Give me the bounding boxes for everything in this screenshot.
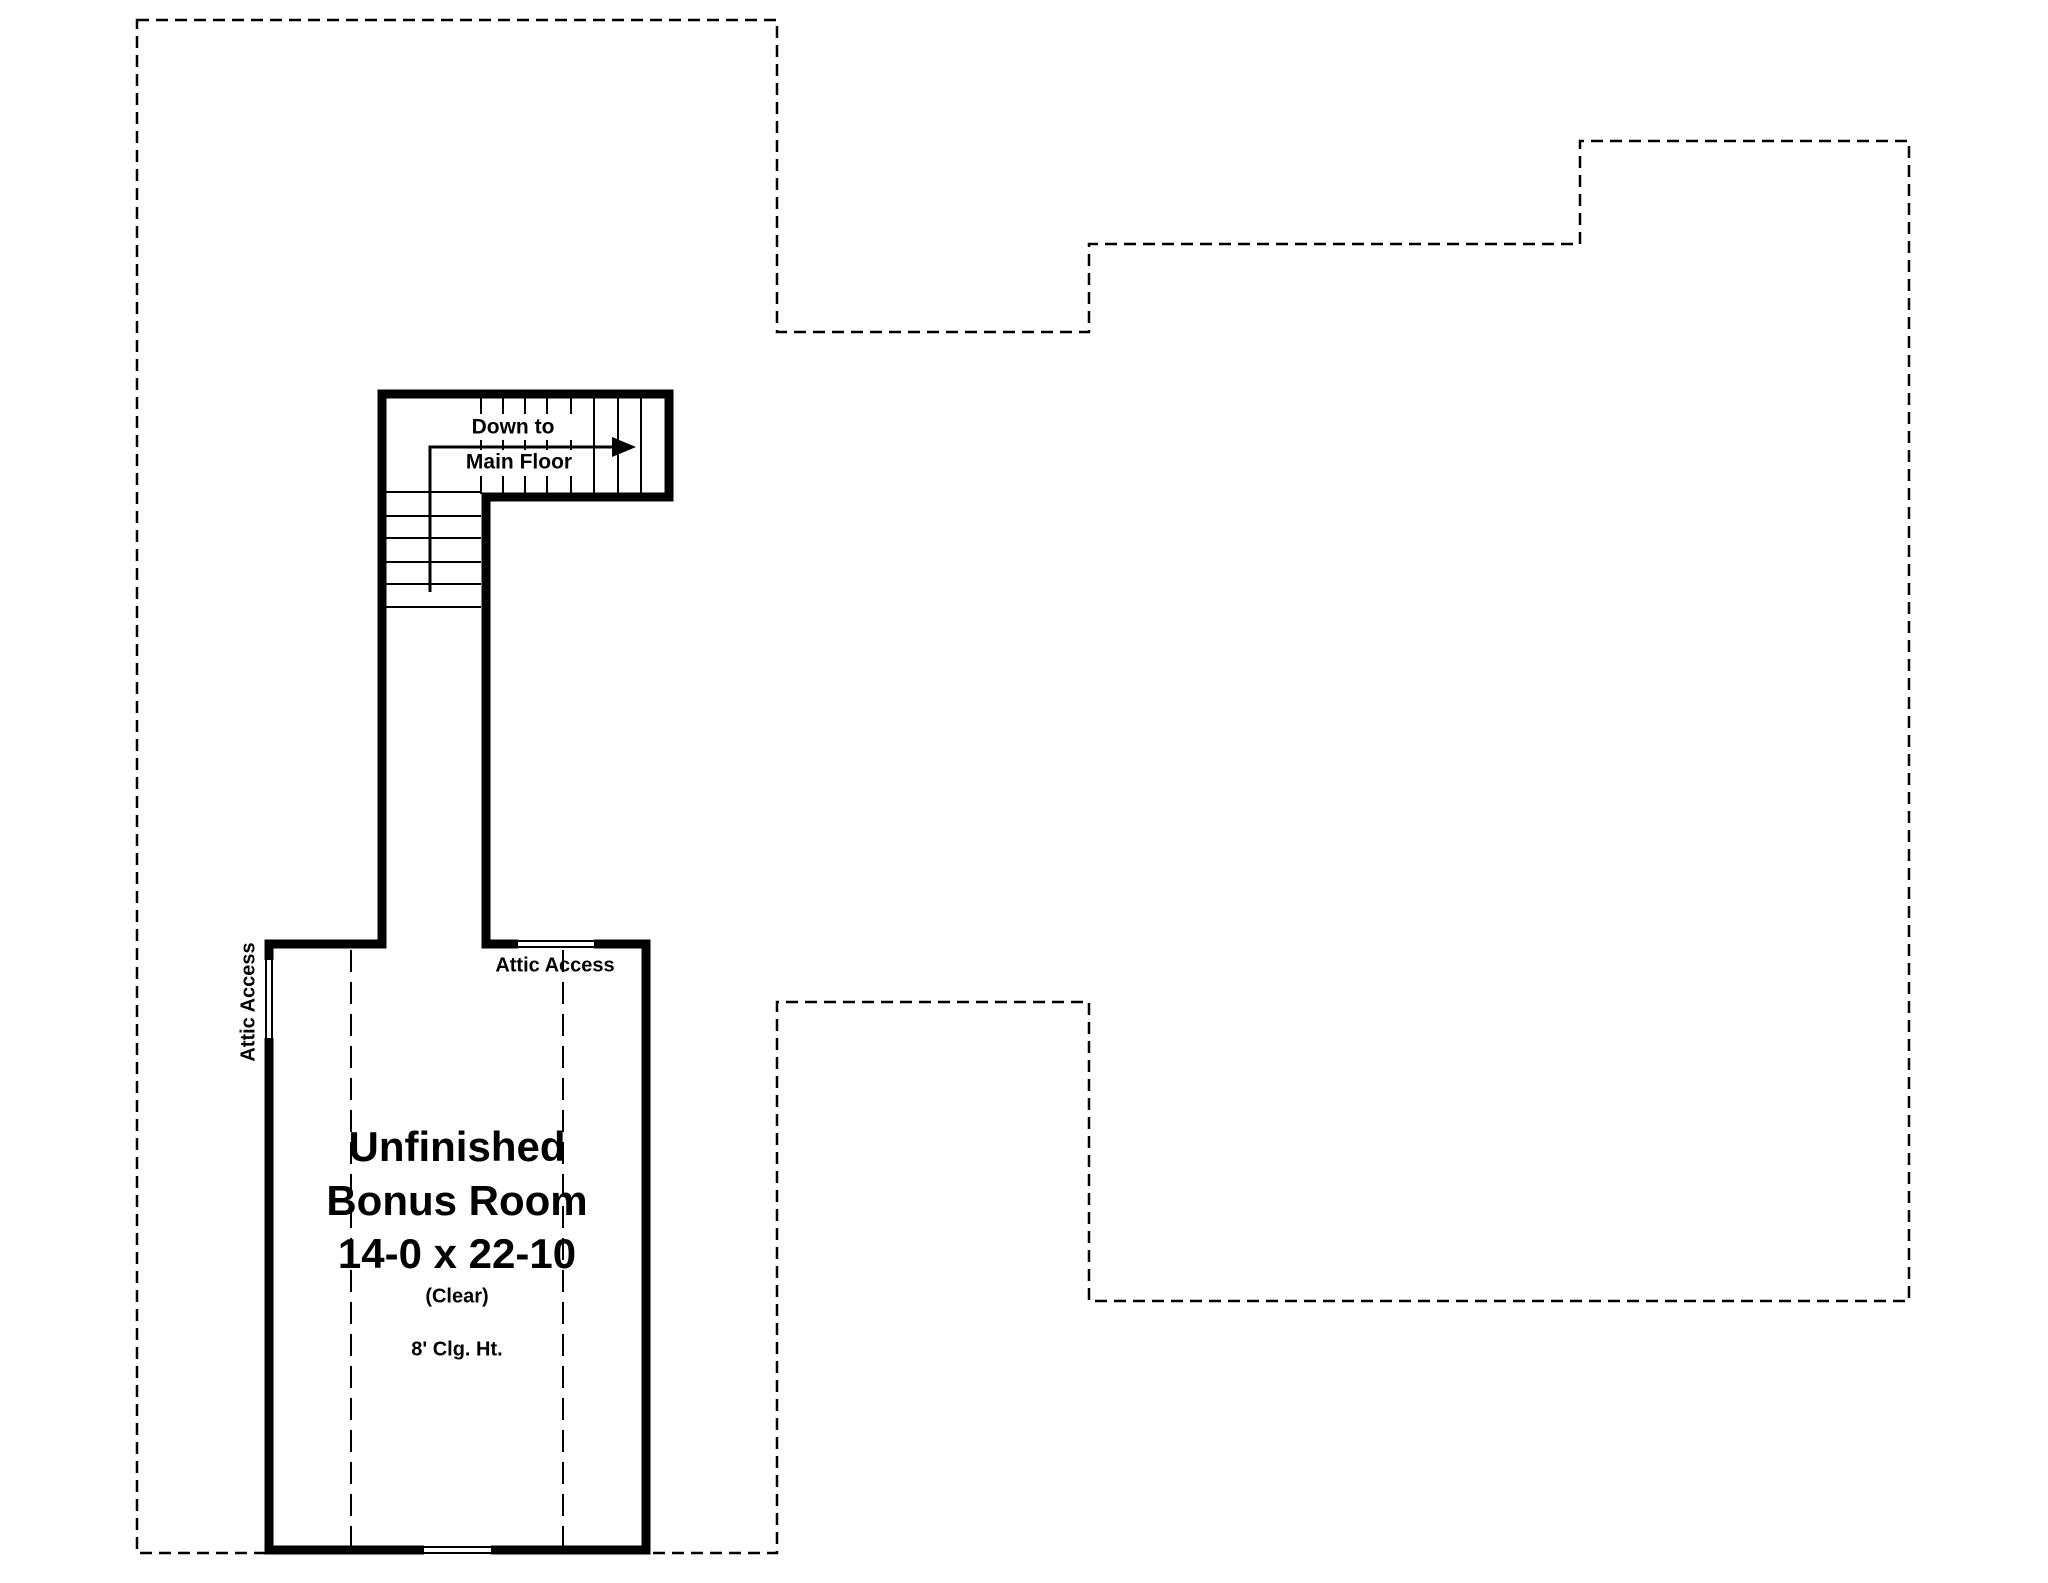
attic-access-top-label: Attic Access: [495, 954, 614, 976]
room-name-line1: Unfinished: [349, 1123, 566, 1170]
stair-treads: [385, 398, 642, 608]
stair-label-line2: Main Floor: [466, 451, 572, 474]
stair-direction-arrow-icon: [428, 437, 636, 592]
attic-access-left-label: Attic Access: [237, 942, 259, 1061]
bottom-opening: [424, 1545, 491, 1555]
room-name-line2: Bonus Room: [326, 1177, 587, 1224]
attic-access-top-opening: [518, 939, 594, 949]
room-note: (Clear): [425, 1285, 488, 1307]
stair-label-line1: Down to: [472, 416, 555, 439]
room-dimensions: 14-0 x 22-10: [338, 1230, 576, 1277]
attic-access-left-opening: [264, 960, 274, 1038]
room-ceiling-height: 8' Clg. Ht.: [411, 1338, 502, 1360]
walls: [264, 389, 674, 1555]
main-floor-outline: [135, 18, 1911, 1555]
